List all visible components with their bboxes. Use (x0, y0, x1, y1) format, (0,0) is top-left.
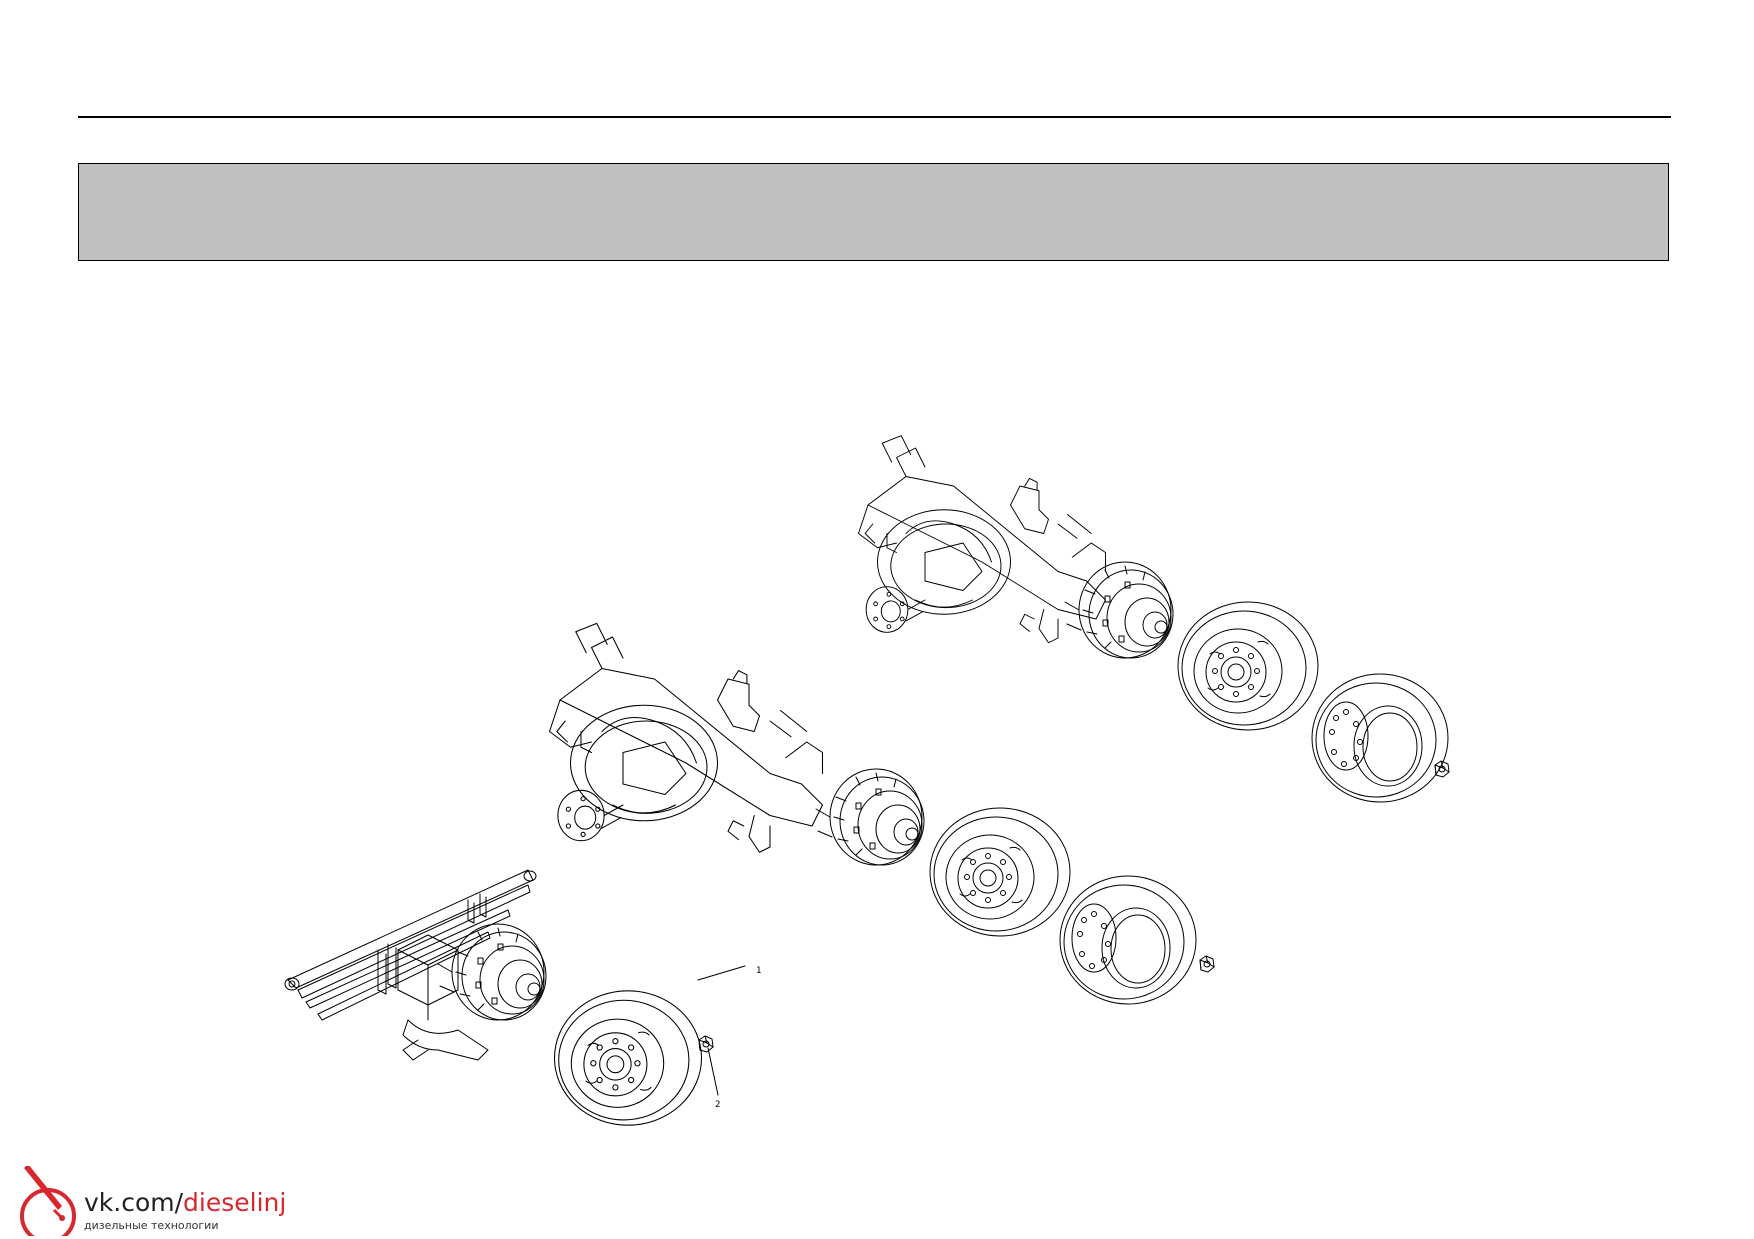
wheel-nut-upper (1434, 760, 1450, 778)
rear-hub-upper (1064, 561, 1174, 659)
header-bar (78, 163, 1669, 261)
wheel-nut-middle (1199, 955, 1215, 973)
front-axle-leaf-spring (284, 869, 537, 1061)
callout-leader-2 (707, 1047, 719, 1096)
rear-axle-housing-upper (858, 435, 1106, 644)
callout-label-1: 1 (756, 966, 761, 976)
tire-front (553, 990, 703, 1126)
logo-tagline: дизельные технологии (84, 1219, 219, 1232)
callout-label-2: 2 (715, 1100, 720, 1110)
dieselinj-logo-icon (20, 1166, 76, 1236)
rear-axle-housing-middle (548, 622, 824, 853)
logo-site-text: vk.com/dieselinj (84, 1188, 286, 1217)
tire-outer-upper (1177, 601, 1319, 731)
logo-site-prefix: vk.com/ (84, 1188, 184, 1217)
rear-hub-middle (815, 768, 925, 866)
top-rule (78, 116, 1671, 118)
tire-inner-upper (1311, 673, 1449, 803)
tire-outer-middle (929, 807, 1071, 937)
tire-inner-middle (1059, 875, 1197, 1005)
front-hub (437, 923, 547, 1021)
callout-leader-1 (697, 965, 746, 981)
logo-site-suffix: dieselinj (183, 1188, 287, 1217)
